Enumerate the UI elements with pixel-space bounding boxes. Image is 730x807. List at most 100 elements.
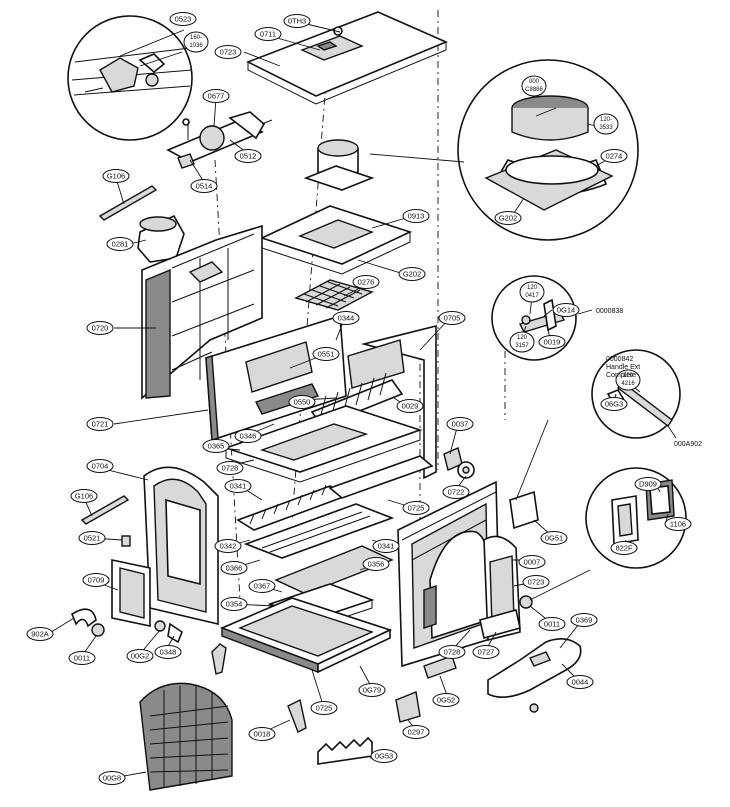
callout-bubble-l33 <box>540 531 568 545</box>
part-number-label: 0037 <box>452 420 469 429</box>
callout-bubble-l22 <box>202 439 230 453</box>
part-number-label: 0369 <box>576 616 593 625</box>
part-number-label: 0725 <box>316 704 333 713</box>
callout-bubble-l23 <box>446 417 474 431</box>
callout-bubble-l29 <box>70 489 98 503</box>
part-number-label: 0551 <box>318 350 335 359</box>
callout-bubble-l38 <box>82 573 110 587</box>
callout-bubble-l5 <box>183 31 209 53</box>
callout-bubble-l69 <box>610 541 638 555</box>
baffle-plate-0913 <box>259 205 413 275</box>
callout-bubble-l26 <box>86 459 114 473</box>
part-number-label: 0550 <box>294 398 311 407</box>
detail-circle-top-left <box>67 15 193 141</box>
callout-bubble-l11 <box>402 209 430 223</box>
callout-bubble-l61 <box>519 281 545 303</box>
part-number-label: D909 <box>639 480 657 489</box>
part-number-label: 0G53 <box>375 752 393 761</box>
kit-description-line1: Handle Ext <box>606 364 640 371</box>
part-number-label: 0709 <box>88 576 105 585</box>
part-number-label: 0721 <box>92 420 109 429</box>
callout-bubble-l54 <box>402 725 430 739</box>
right-side-parts <box>443 447 475 479</box>
part-number-label: 0018 <box>254 730 271 739</box>
right-door-hardware <box>423 595 533 679</box>
callout-bubble-l65 <box>615 369 641 391</box>
part-number-label: 0344 <box>338 314 355 323</box>
callout-bubble-l56 <box>98 771 126 785</box>
callout-bubble-l52 <box>248 727 276 741</box>
damper-rod-top <box>98 185 158 221</box>
part-number-label: 00G8 <box>103 774 121 783</box>
lower-grate <box>243 503 395 595</box>
part-number-label: 0365 <box>208 442 225 451</box>
callout-bubble-l45 <box>154 645 182 659</box>
callout-bubble-l15 <box>332 311 360 325</box>
callout-bubble-l12 <box>398 267 426 281</box>
callout-bubble-l9 <box>102 169 130 183</box>
part-number-label: G106 <box>75 492 93 501</box>
part-number-label: 0725 <box>408 504 425 513</box>
callout-bubble-l42 <box>570 613 598 627</box>
callout-bubble-l34 <box>518 555 546 569</box>
part-number-label: 0341 <box>378 542 395 551</box>
callout-bubble-l7 <box>234 149 262 163</box>
callout-bubble-l32 <box>372 539 400 553</box>
base-plate-0725 <box>219 597 393 674</box>
part-number-label: 0G14 <box>557 306 575 315</box>
flue-collar-0281 <box>137 214 185 263</box>
part-number-label: 0281 <box>112 240 129 249</box>
callout-bubble-l13 <box>352 275 380 289</box>
callout-bubble-l67 <box>634 477 662 491</box>
callout-bubble-l36 <box>362 557 390 571</box>
part-number-label: 902A <box>31 630 49 639</box>
callout-bubble-l16 <box>438 311 466 325</box>
callout-bubble-l30 <box>78 531 106 545</box>
part-number-label: 0512 <box>240 152 257 161</box>
callout-bubble-l43 <box>26 627 54 641</box>
part-number-label: 0348 <box>160 648 177 657</box>
callout-bubble-l2 <box>283 14 311 28</box>
kit-code-0000838: 0000838 <box>596 308 623 315</box>
callout-bubble-l59 <box>600 149 628 163</box>
callout-bubble-l49 <box>566 675 594 689</box>
callout-bubble-l58 <box>593 113 619 135</box>
part-number-label: 0276 <box>358 278 375 287</box>
left-side-panel <box>141 224 263 400</box>
left-door <box>111 466 219 627</box>
callout-bubble-l39 <box>248 579 276 593</box>
top-plate <box>246 11 449 105</box>
part-number-label: 0G51 <box>545 534 563 543</box>
ashpan-frame <box>223 405 423 483</box>
part-number-label: G202 <box>499 214 517 223</box>
part-number-label: 0346 <box>240 432 257 441</box>
part-number-label: 0523 <box>175 15 192 24</box>
part-number-label: 0G79 <box>363 686 381 695</box>
callout-bubble-l51 <box>432 693 460 707</box>
callout-bubble-l48 <box>68 651 96 665</box>
part-number-label: 0297 <box>408 728 425 737</box>
part-number-label: 0727 <box>478 648 495 657</box>
part-number-label: 0044 <box>572 678 589 687</box>
part-number-label: 1106 <box>670 520 686 529</box>
part-number-label: 0029 <box>402 402 419 411</box>
part-number-label: 0728 <box>222 464 239 473</box>
front-grill-00G8 <box>139 682 233 791</box>
kit-code-0000842: 0000842 <box>606 356 633 363</box>
callout-bubble-l18 <box>86 417 114 431</box>
part-number-label: 160-1036 <box>189 35 203 49</box>
part-number-label: 0TH3 <box>288 17 306 26</box>
callout-bubble-l37 <box>522 575 550 589</box>
callout-bubble-l4 <box>214 45 242 59</box>
callout-bubble-l3 <box>254 27 282 41</box>
part-number-label: 0711 <box>260 30 276 39</box>
part-number-label: 0007 <box>524 558 541 567</box>
part-number-label: 0274 <box>606 152 623 161</box>
part-number-label: G202 <box>403 270 421 279</box>
callout-bubble-l46 <box>438 645 466 659</box>
callout-bubble-l17 <box>312 347 340 361</box>
callout-bubble-l47 <box>472 645 500 659</box>
callout-bubble-l6 <box>202 89 230 103</box>
